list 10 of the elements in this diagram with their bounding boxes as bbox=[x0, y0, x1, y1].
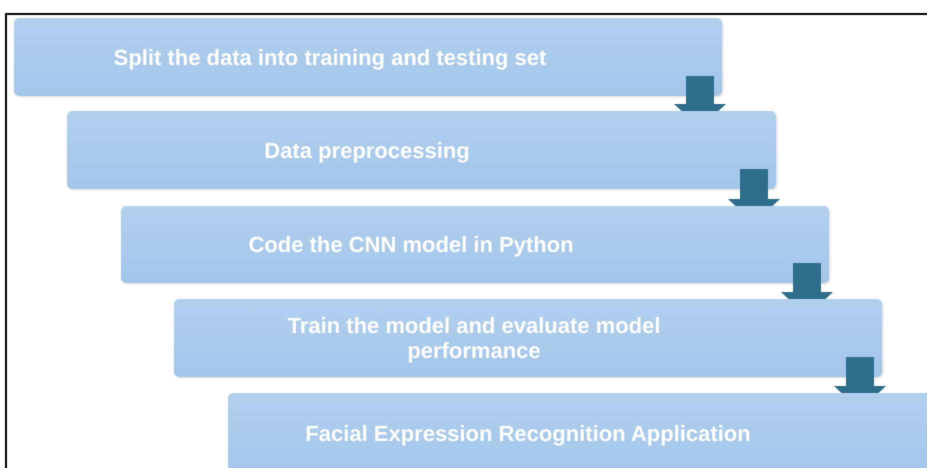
process-box bbox=[174, 299, 882, 377]
process-box bbox=[228, 393, 927, 468]
step-label: Train the model and evaluate model performance bbox=[286, 313, 662, 363]
process-box bbox=[67, 111, 776, 189]
step-label: Data preprocessing bbox=[263, 138, 471, 162]
step-label: Code the CNN model in Python bbox=[247, 232, 575, 257]
step-label: Facial Expression Recognition Application bbox=[304, 420, 752, 446]
step-label: Split the data into training and testing set bbox=[112, 44, 548, 70]
process-box bbox=[14, 18, 722, 96]
process-box bbox=[121, 206, 829, 283]
